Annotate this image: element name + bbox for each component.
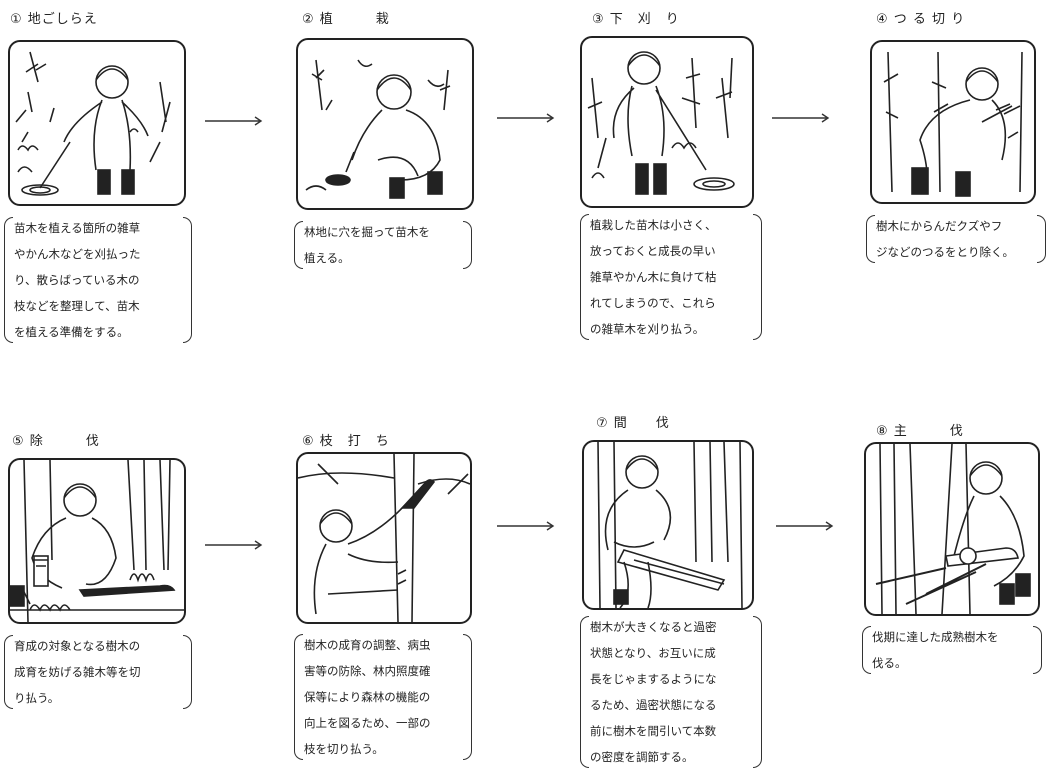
step-8-illustration [864, 442, 1040, 616]
bracket-left-icon [4, 217, 13, 343]
step-3-description: 植栽した苗木は小さく、 放っておくと成長の早い 雑草やかん木に負けて枯 れてしま… [580, 212, 762, 342]
step-8-description: 伐期に達した成熟樹木を 伐る。 [862, 624, 1042, 676]
step-5-title: ⑤ 除 伐 [12, 434, 100, 449]
step-1-illustration [8, 40, 186, 206]
arrow-7-8-icon [776, 521, 834, 531]
step-6-title: ⑥ 枝 打 ち [302, 434, 390, 449]
bracket-right-icon [183, 635, 192, 709]
arrow-6-7-icon [497, 521, 555, 531]
arrow-5-6-icon [205, 540, 263, 550]
step-6-description: 樹木の成育の調整、病虫 害等の防除、林内照度確 保等により森林の機能の 向上を図… [294, 632, 472, 762]
bracket-left-icon [4, 635, 13, 709]
step-2-illustration [296, 38, 474, 210]
step-6-illustration [296, 452, 472, 624]
bracket-right-icon [463, 221, 472, 269]
arrow-1-2-icon [205, 116, 263, 126]
step-2-title: ② 植 栽 [302, 12, 390, 27]
bracket-left-icon [580, 214, 589, 340]
step-5-illustration [8, 458, 186, 624]
step-8-title: ⑧ 主 伐 [876, 424, 964, 439]
bracket-left-icon [866, 215, 875, 263]
step-3-illustration [580, 36, 754, 208]
step-2-description: 林地に穴を掘って苗木を 植える。 [294, 219, 472, 271]
step-7-description: 樹木が大きくなると過密 状態となり、お互いに成 長をじゃまするようにな るため、… [580, 614, 762, 770]
step-4-description: 樹木にからんだクズやフ ジなどのつるをとり除く。 [866, 213, 1046, 265]
bracket-left-icon [580, 616, 589, 768]
bracket-right-icon [1033, 626, 1042, 674]
step-1-description: 苗木を植える箇所の雑草 やかん木などを刈払った り、散らばっている木の 枝などを… [4, 215, 192, 345]
step-4-title: ④ つ る 切 り [876, 12, 966, 27]
arrow-2-3-icon [497, 113, 555, 123]
step-1-title: ① 地ごしらえ [10, 12, 98, 27]
bracket-right-icon [463, 634, 472, 760]
bracket-right-icon [1037, 215, 1046, 263]
arrow-3-4-icon [772, 113, 830, 123]
step-7-illustration [582, 440, 754, 610]
step-3-title: ③ 下 刈 り [592, 12, 680, 27]
bracket-left-icon [294, 221, 303, 269]
step-7-title: ⑦ 間 伐 [596, 416, 670, 431]
bracket-right-icon [183, 217, 192, 343]
step-5-description: 育成の対象となる樹木の 成育を妨げる雑木等を切 り払う。 [4, 633, 192, 711]
bracket-left-icon [294, 634, 303, 760]
step-4-illustration [870, 40, 1036, 204]
bracket-right-icon [753, 616, 762, 768]
bracket-left-icon [862, 626, 871, 674]
bracket-right-icon [753, 214, 762, 340]
